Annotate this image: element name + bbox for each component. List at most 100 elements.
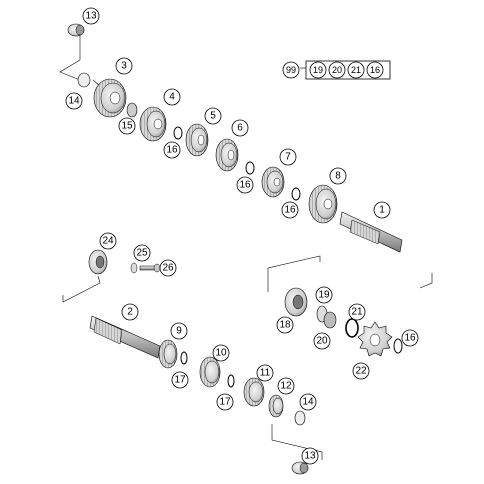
callout-circle: [373, 201, 391, 219]
gear-part: [158, 339, 178, 369]
callout-24: 24: [99, 232, 117, 250]
callout-circle: [328, 61, 346, 79]
bearing-part: [284, 287, 308, 317]
callout-label: 2: [127, 307, 133, 318]
callout-label: 17: [174, 375, 186, 386]
circlip-part: [393, 338, 403, 354]
callout-label: 1: [379, 205, 385, 216]
callout-21: 21: [348, 303, 366, 321]
callout-circle: [315, 286, 333, 304]
callout-circle: [118, 117, 136, 135]
callout-circle: [212, 344, 230, 362]
bolt-part: [139, 263, 161, 273]
callout-17: 17: [171, 371, 189, 389]
callout-label: 22: [355, 366, 367, 377]
callout-circle: [99, 232, 117, 250]
callout-16: 16: [163, 141, 181, 159]
circlip-part: [173, 126, 183, 140]
callout-label: 24: [102, 236, 114, 247]
callout-16: 16: [401, 329, 419, 347]
callout-22: 22: [352, 362, 370, 380]
callout-26: 26: [159, 259, 177, 277]
callout-label: 13: [304, 451, 316, 462]
callout-circle: [313, 332, 331, 350]
callout-7: 7: [279, 148, 297, 166]
callout-label: 20: [316, 336, 328, 347]
bearing-part: [126, 102, 138, 118]
callout-18: 18: [276, 316, 294, 334]
callout-10: 10: [212, 344, 230, 362]
callout-label: 26: [162, 263, 174, 274]
callout-circle: [277, 377, 295, 395]
gear-part: [185, 123, 209, 157]
circlip-part: [180, 351, 188, 365]
callout-circle: [163, 88, 181, 106]
callout-circle: [133, 244, 151, 262]
lower-shaft-assembly: [88, 249, 309, 475]
reference-item-16: 16: [366, 61, 384, 79]
shaft-part: [89, 315, 161, 359]
bushing-part: [291, 461, 309, 475]
spacer-part: [323, 311, 337, 329]
reference-item-label: 19: [313, 65, 323, 75]
gear-part: [261, 166, 285, 198]
callout-circle: [115, 57, 133, 75]
callout-label: 5: [210, 111, 216, 122]
callout-label: 16: [166, 145, 178, 156]
gear-part: [93, 78, 127, 118]
gear-part: [139, 106, 167, 142]
callout-9: 9: [170, 322, 188, 340]
callout-circle: [348, 303, 366, 321]
gear-part: [215, 138, 239, 172]
callout-17: 17: [216, 393, 234, 411]
gear-part: [199, 356, 221, 388]
callout-label: 17: [219, 397, 231, 408]
callout-label: 18: [279, 320, 291, 331]
callout-circle: [231, 119, 249, 137]
callout-4: 4: [163, 88, 181, 106]
reference-item-label: 16: [370, 65, 380, 75]
washer-part: [130, 262, 138, 274]
reference-item-label: 20: [332, 65, 342, 75]
gear-part: [308, 184, 338, 224]
callout-3: 3: [115, 57, 133, 75]
callout-circle: [163, 141, 181, 159]
sprocket-part: [357, 321, 393, 357]
callout-label: 25: [136, 248, 148, 259]
callout-circle: [171, 371, 189, 389]
o-ring-part: [345, 318, 359, 338]
bushing-part: [67, 23, 85, 37]
circlip-part: [291, 187, 301, 201]
callout-circle: [279, 148, 297, 166]
callout-label: 6: [237, 123, 243, 134]
callout-8: 8: [329, 167, 347, 185]
callout-16: 16: [281, 201, 299, 219]
callout-label: 3: [121, 61, 127, 72]
callout-circle: [366, 61, 384, 79]
callout-label: 16: [284, 205, 296, 216]
callout-circle: [301, 447, 319, 465]
callout-12: 12: [277, 377, 295, 395]
callout-1: 1: [373, 201, 391, 219]
callout-circle: [159, 259, 177, 277]
callout-circle: [256, 364, 274, 382]
callout-11: 11: [256, 364, 274, 382]
callout-label: 12: [280, 381, 292, 392]
reference-item-20: 20: [328, 61, 346, 79]
callout-16: 16: [236, 176, 254, 194]
callout-15: 15: [118, 117, 136, 135]
reference-group-label: 99: [286, 65, 296, 75]
callout-label: 16: [239, 180, 251, 191]
callout-25: 25: [133, 244, 151, 262]
callout-label: 4: [169, 92, 175, 103]
upper-shaft-assembly: [67, 23, 403, 253]
reference-item-21: 21: [347, 61, 365, 79]
callout-label: 11: [260, 368, 271, 379]
callout-circle: [352, 362, 370, 380]
callout-label: 7: [285, 152, 291, 163]
reference-item-19: 19: [309, 61, 327, 79]
callout-label: 9: [176, 326, 182, 337]
callout-circle: [276, 316, 294, 334]
